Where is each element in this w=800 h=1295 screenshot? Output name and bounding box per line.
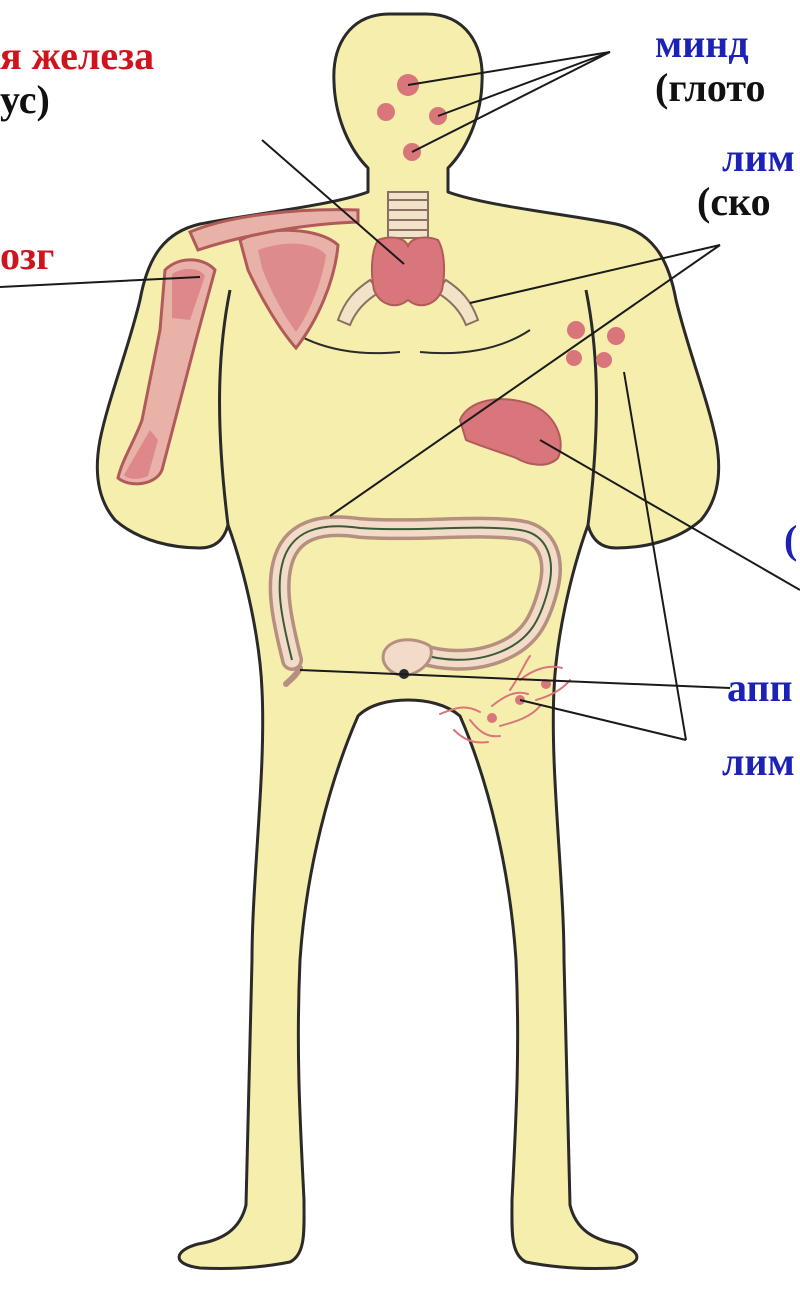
label-lymph-nodes: лим — [722, 742, 795, 782]
thymus — [372, 238, 444, 306]
label-tonsils: минд — [655, 24, 749, 64]
label-appendix: апп — [727, 668, 793, 708]
lymph-cluster-2 — [607, 327, 625, 345]
tonsil-left — [377, 103, 395, 121]
label-thymus-paren: ус) — [0, 80, 50, 120]
label-tonsils-paren: (глото — [655, 68, 766, 108]
lymph-cluster-1 — [567, 321, 585, 339]
lymph-cluster-4 — [596, 352, 612, 368]
lymph-cluster-3 — [566, 350, 582, 366]
label-spleen-fragment: ( — [784, 520, 797, 560]
trachea — [388, 192, 428, 238]
label-thymus: я железа — [0, 36, 154, 76]
label-lymph-clusters: лим — [722, 138, 795, 178]
label-lymph-clusters-paren: (ско — [697, 182, 771, 222]
label-bone-marrow: озг — [0, 236, 54, 276]
